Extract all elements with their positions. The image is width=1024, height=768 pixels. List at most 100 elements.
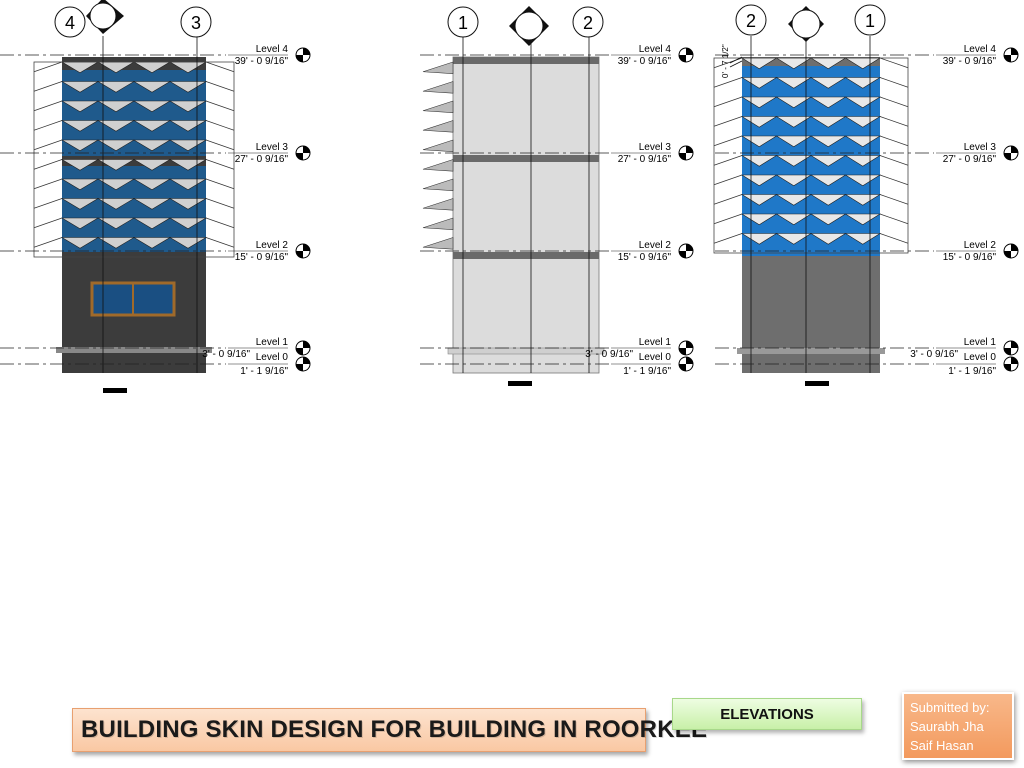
level-elevation: 3' - 0 9/16" <box>202 349 250 360</box>
fin-panel <box>809 96 847 109</box>
level-datum-icon <box>678 356 694 372</box>
level-elevation: 39' - 0 9/16" <box>943 56 997 67</box>
grid-bubble: 4 <box>54 6 86 38</box>
fin-panel <box>422 139 454 153</box>
fin-panel <box>422 61 454 75</box>
level-name: Level 4 <box>639 44 672 55</box>
level-datum-icon <box>1003 340 1019 356</box>
fin-panel <box>809 174 847 187</box>
level-datum-icon <box>1003 145 1019 161</box>
grid-label: 4 <box>65 13 75 33</box>
level-datum-icon <box>295 145 311 161</box>
fin-panel <box>422 100 454 114</box>
fin-panel <box>809 233 847 245</box>
fin-panel <box>96 81 136 93</box>
floor-band <box>453 252 599 259</box>
fin-panel <box>132 178 172 191</box>
section-marker <box>805 381 829 386</box>
level-elevation: 15' - 0 9/16" <box>235 252 289 263</box>
fin-panel <box>96 159 136 171</box>
level-markers: Level 439' - 0 9/16"Level 327' - 0 9/16"… <box>420 44 694 377</box>
level-datum-icon <box>678 243 694 259</box>
fin-panel <box>844 116 882 128</box>
fin-panel <box>844 174 882 187</box>
fin-panel <box>422 217 454 231</box>
section-callout-icon <box>788 6 824 42</box>
fin-panel <box>60 100 100 113</box>
level-datum-icon <box>1003 243 1019 259</box>
level-name: Level 0 <box>964 352 997 363</box>
fin-panel <box>775 174 813 187</box>
fin-panel <box>809 135 847 148</box>
level-datum-icon <box>295 340 311 356</box>
fin-panel <box>844 155 882 167</box>
level-name: Level 1 <box>639 337 672 348</box>
fin-panel <box>132 159 172 171</box>
fin-panel <box>60 198 100 210</box>
level-datum-icon <box>295 356 311 372</box>
level-name: Level 3 <box>256 142 289 153</box>
fin-panel <box>844 135 882 148</box>
section-marker <box>103 388 127 393</box>
section-callout-icon <box>86 0 124 34</box>
fin-panel <box>844 96 882 109</box>
level-elevation: 1' - 1 9/16" <box>948 366 996 377</box>
level-elevation: 1' - 1 9/16" <box>623 366 671 377</box>
level-datum-icon <box>295 47 311 63</box>
grid-label: 3 <box>191 13 201 33</box>
level-name: Level 1 <box>964 337 997 348</box>
fin-panel <box>809 213 847 226</box>
fin-panel <box>60 120 100 132</box>
fin-panel <box>96 120 136 132</box>
level-elevation: 39' - 0 9/16" <box>235 56 289 67</box>
credits-name: Saif Hasan <box>910 738 974 753</box>
level-markers: Level 439' - 0 9/16"Level 327' - 0 9/16"… <box>715 44 1019 377</box>
fin-panel <box>809 116 847 128</box>
elevation-drawings: 4 3 Level 439' - 0 9/16"Level 327' - 0 9… <box>0 0 1019 393</box>
level-name: Level 0 <box>639 352 672 363</box>
fin-panel <box>96 198 136 210</box>
level-elevation: 15' - 0 9/16" <box>943 252 997 263</box>
fin-panel <box>60 237 100 249</box>
shading-fins <box>33 61 235 258</box>
section-callout-icon <box>509 6 549 46</box>
elevation-3: 2 1 0' - 7 1/2" Level 439' - 0 9/16"Leve… <box>713 4 1019 386</box>
level-elevation: 3' - 0 9/16" <box>585 349 633 360</box>
plinth-band <box>737 348 885 354</box>
section-label-box: ELEVATIONS <box>672 698 862 730</box>
level-elevation: 15' - 0 9/16" <box>618 252 672 263</box>
level-name: Level 2 <box>639 240 672 251</box>
fin-panel <box>60 159 100 171</box>
fin-panel <box>422 120 454 133</box>
fin-panel <box>96 139 136 152</box>
fin-panel <box>422 198 454 211</box>
credits-name: Saurabh Jha <box>910 719 984 734</box>
fin-panel <box>775 96 813 109</box>
fin-panel <box>132 237 172 249</box>
grid-bubble: 3 <box>180 6 212 38</box>
fin-panel <box>60 81 100 93</box>
plinth-band <box>447 347 605 355</box>
level-elevation: 39' - 0 9/16" <box>618 56 672 67</box>
grid-bubble: 1 <box>854 4 886 36</box>
fin-panel <box>844 77 882 89</box>
section-marker <box>508 381 532 386</box>
level-name: Level 2 <box>256 240 289 251</box>
level-elevation: 27' - 0 9/16" <box>618 154 672 165</box>
level-name: Level 0 <box>256 352 289 363</box>
fin-panel <box>775 213 813 226</box>
grid-label: 2 <box>746 11 756 31</box>
grid-label: 1 <box>865 11 875 31</box>
floor-band <box>453 155 599 162</box>
fin-panel <box>775 233 813 245</box>
level-name: Level 3 <box>964 142 997 153</box>
fin-panel <box>132 198 172 210</box>
level-datum-icon <box>1003 47 1019 63</box>
fin-panel <box>132 217 172 230</box>
section-label: ELEVATIONS <box>720 705 814 723</box>
fin-panel <box>132 139 172 152</box>
fin-panel <box>809 77 847 89</box>
credits-heading: Submitted by: <box>910 700 990 715</box>
level-datum-icon <box>678 47 694 63</box>
fin-panel <box>809 155 847 167</box>
